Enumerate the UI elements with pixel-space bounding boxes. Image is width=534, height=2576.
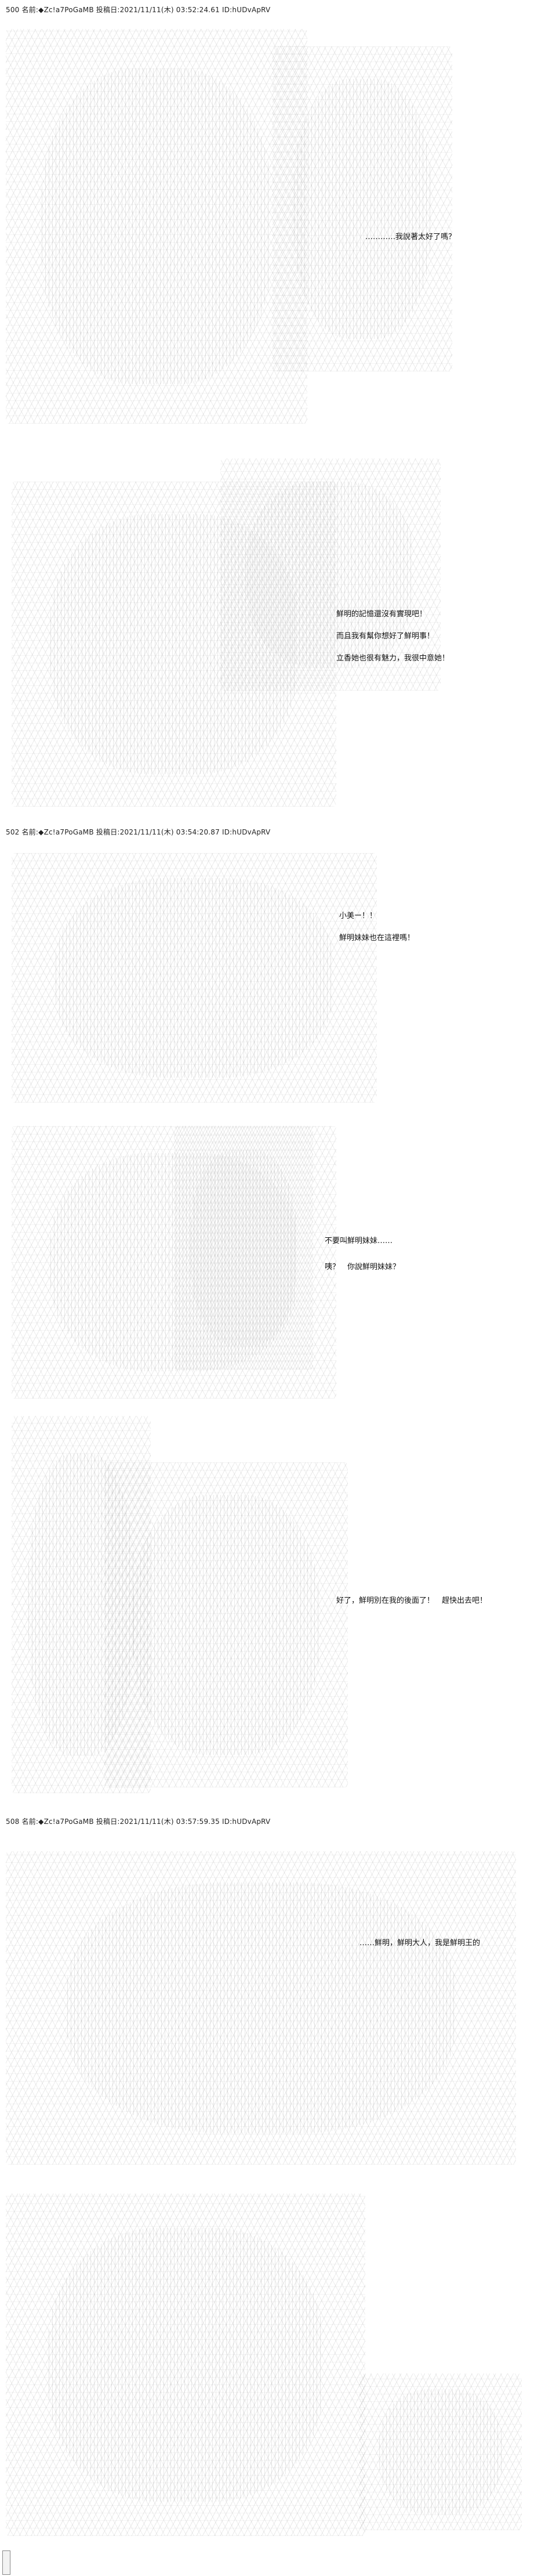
post-header-500: 500 名前:◆Zc!a7PoGaMB 投稿日:2021/11/11(木) 03…	[6, 6, 271, 14]
ascii-art-illustration	[273, 46, 452, 371]
ascii-art-illustration	[12, 853, 377, 1103]
dialogue-line: 好了，鮮明別在我的後面了！ 趕快出去吧！	[336, 1596, 488, 1605]
ascii-art-illustration	[220, 458, 441, 691]
panel-2: 鮮明的記憶還沒有實現吧！ 而且我有幫你想好了鮮明事！ 立香她也很有魅力，我很中意…	[0, 458, 534, 818]
ascii-art-illustration	[359, 2373, 522, 2530]
dialogue-line: ……鮮明，鮮明大人，我是鮮明王的	[359, 1939, 481, 1948]
panel-7	[0, 2182, 534, 2542]
ascii-art-illustration	[6, 1851, 516, 2165]
dialogue-line: 而且我有幫你想好了鮮明事！	[336, 632, 435, 641]
panel-3: 小美ー！！ 鮮明妹妹也在這裡嗎！	[0, 841, 534, 1108]
ascii-art-illustration	[6, 29, 307, 424]
vertical-label	[2, 2550, 10, 2575]
panel-5: 好了，鮮明別在我的後面了！ 趕快出去吧！	[0, 1416, 534, 1799]
dialogue-line: 小美ー！！	[339, 912, 377, 920]
post-header-508: 508 名前:◆Zc!a7PoGaMB 投稿日:2021/11/11(木) 03…	[6, 1818, 271, 1826]
dialogue-line: 鮮明妹妹也在這裡嗎！	[339, 934, 415, 942]
dialogue-line: 不要叫鮮明妹妹……	[325, 1237, 393, 1245]
dialogue-line: 立香她也很有魅力，我很中意她！	[336, 654, 450, 663]
dialogue-line: 咦？ 你說鮮明妹妹？	[325, 1263, 401, 1271]
ascii-art-illustration	[12, 1416, 151, 1793]
post-header-502: 502 名前:◆Zc!a7PoGaMB 投稿日:2021/11/11(木) 03…	[6, 828, 271, 836]
dialogue-line: …………我說著太好了嗎？	[365, 233, 456, 241]
ascii-art-illustration	[6, 2194, 365, 2536]
ascii-art-illustration	[12, 1126, 336, 1399]
panel-4: 不要叫鮮明妹妹…… 咦？ 你說鮮明妹妹？	[0, 1126, 534, 1404]
ascii-art-illustration	[12, 482, 336, 807]
panel-6: ……鮮明，鮮明大人，我是鮮明王的	[0, 1834, 534, 2170]
panel-1: …………我說著太好了嗎？	[0, 23, 534, 429]
ascii-art-illustration	[174, 1126, 313, 1370]
ascii-art-illustration	[104, 1462, 348, 1787]
dialogue-line: 鮮明的記憶還沒有實現吧！	[336, 610, 427, 619]
